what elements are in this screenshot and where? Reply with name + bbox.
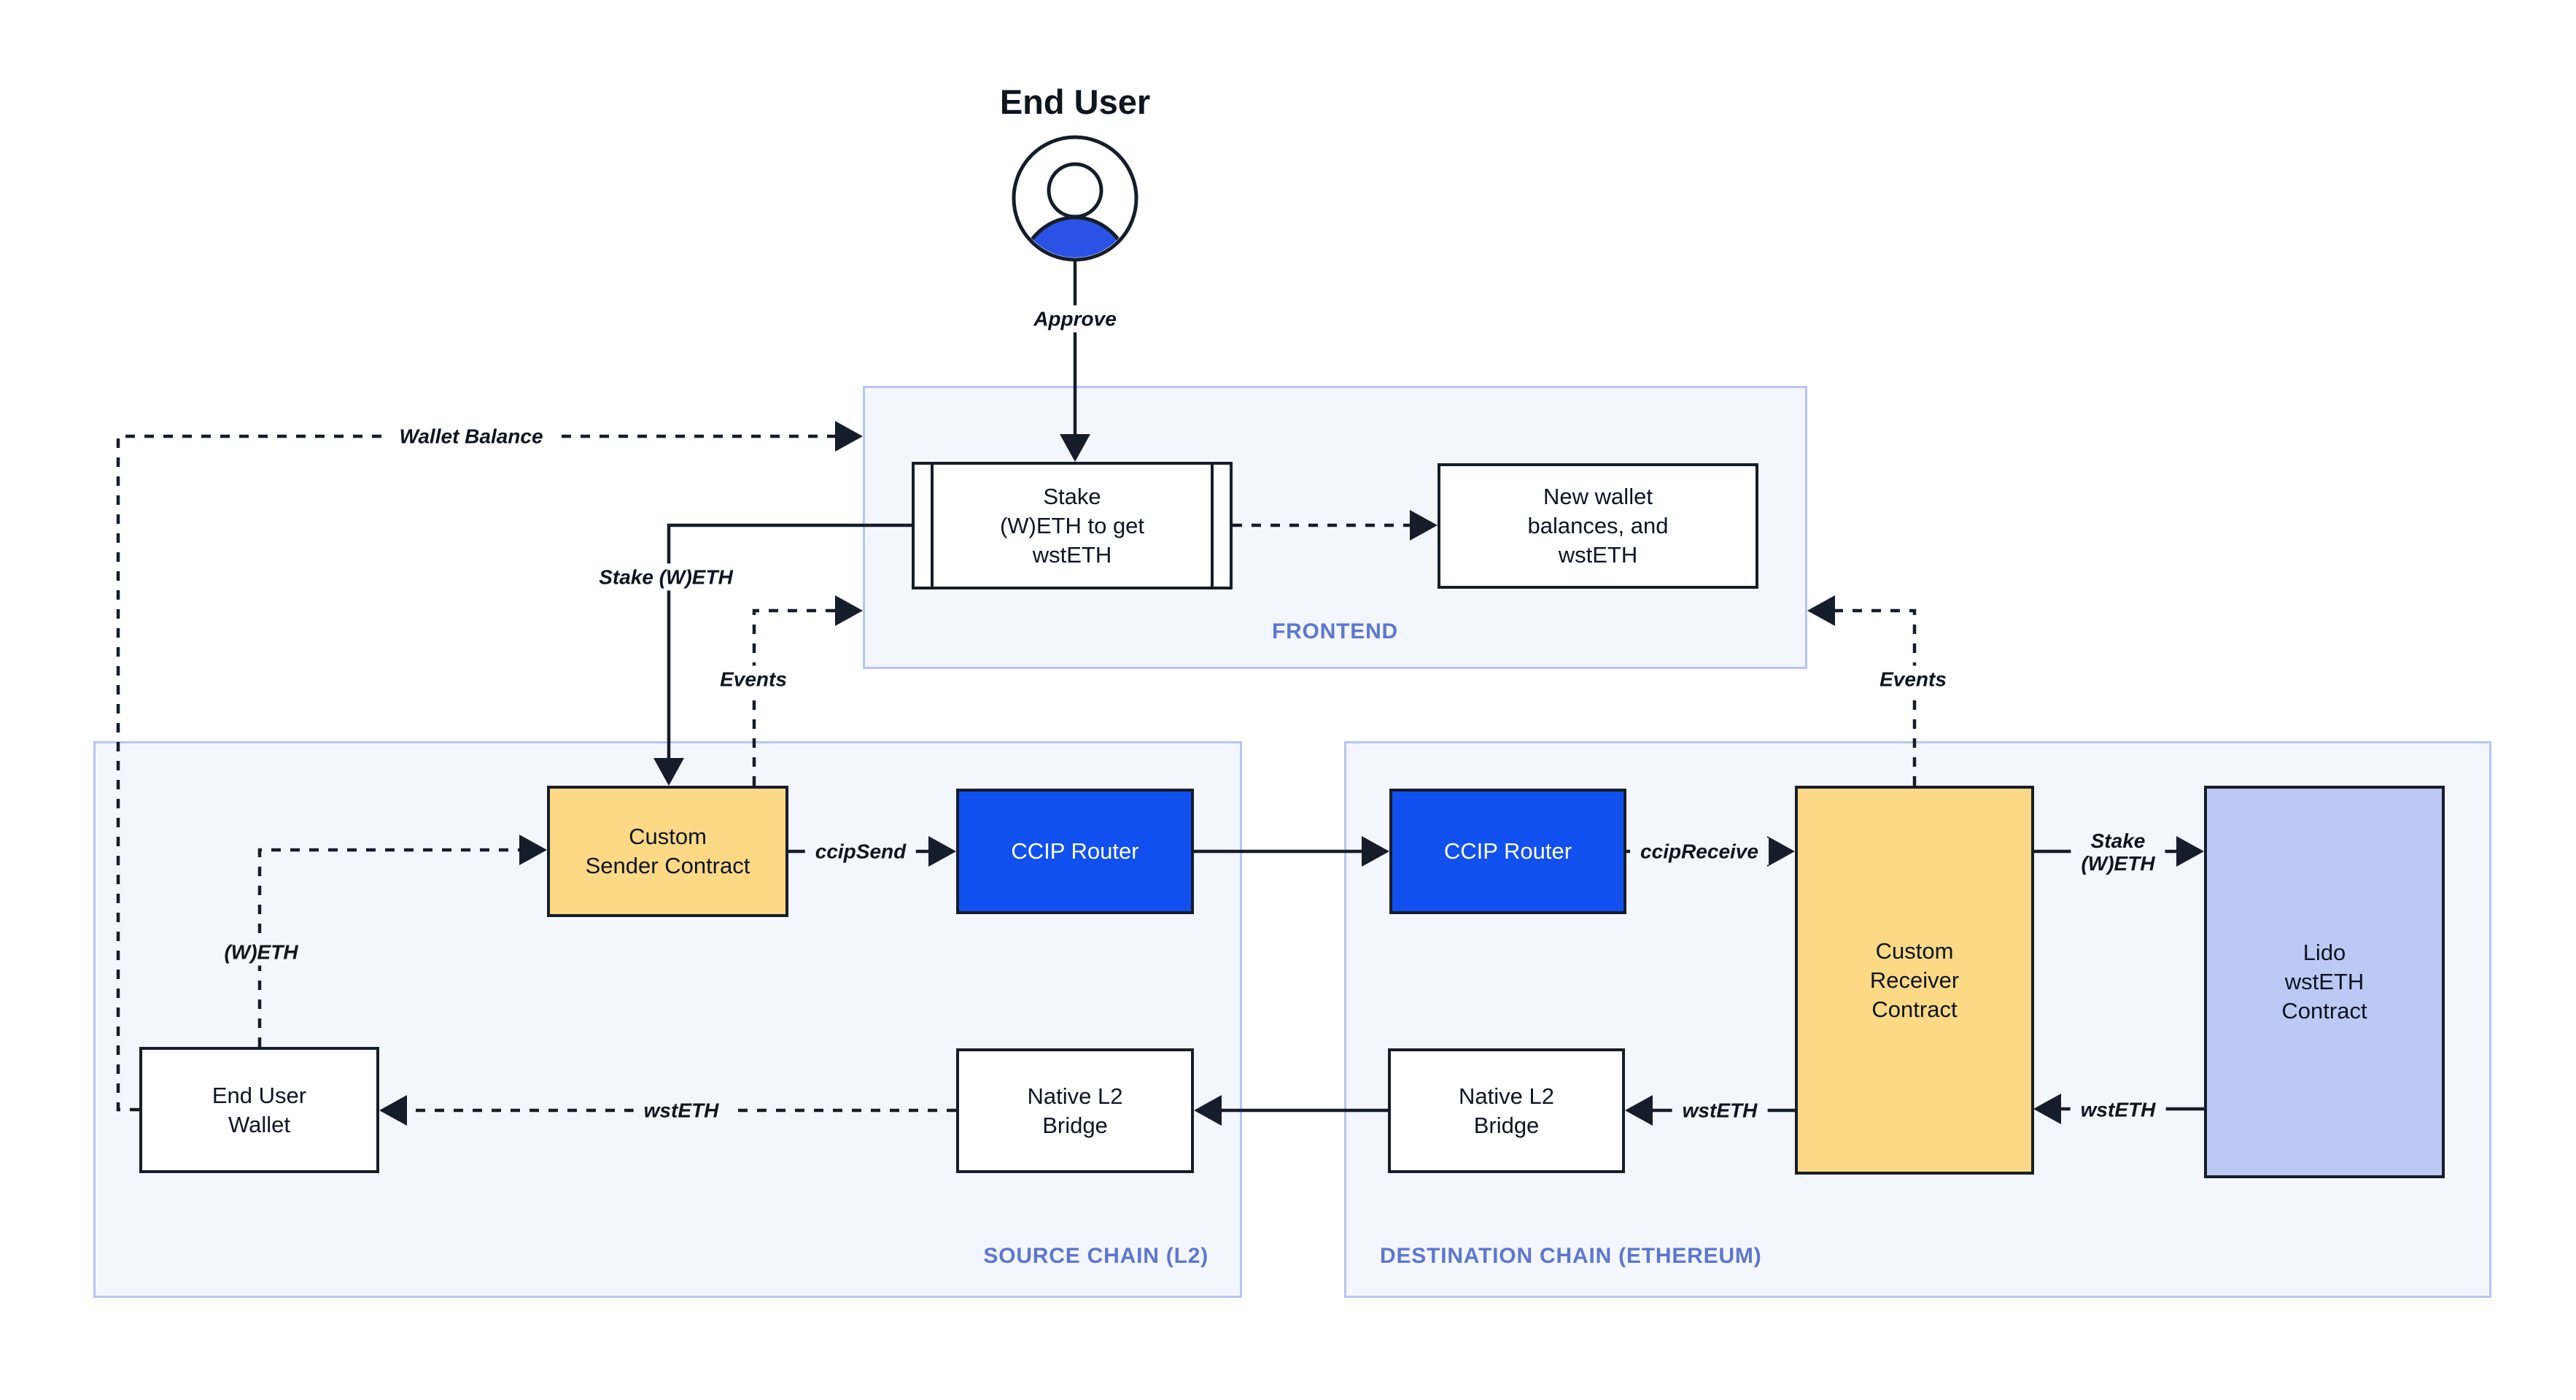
bridge-destination-line: Bridge bbox=[1473, 1112, 1540, 1138]
ccipsend-flow-label: ccipSend bbox=[804, 838, 917, 865]
stake-weth-dest-line: Stake bbox=[2090, 829, 2146, 852]
wsteth-from-lido-flow-label: wstETH bbox=[2070, 1096, 2166, 1124]
ccip-router-source-box: CCIP Router bbox=[956, 789, 1194, 914]
frontend-region-label: FRONTEND bbox=[1271, 619, 1399, 643]
end-user-wallet-line: End User bbox=[212, 1082, 307, 1108]
wallet-balance-flow-label: Wallet Balance bbox=[389, 422, 554, 450]
source-chain-region-label: SOURCE CHAIN (L2) bbox=[983, 1244, 1209, 1268]
custom-receiver-line: Receiver bbox=[1869, 967, 1960, 993]
custom-sender-contract-box: Custom Sender Contract bbox=[547, 786, 788, 917]
lido-box-line: Lido bbox=[2303, 940, 2346, 965]
custom-receiver-line: Custom bbox=[1875, 937, 1954, 964]
new-balances-box-line: wstETH bbox=[1558, 542, 1638, 568]
destination-chain-region-label: DESTINATION CHAIN (ETHEREUM) bbox=[1380, 1244, 1762, 1268]
stake-weth-box-line: (W)ETH to get bbox=[999, 512, 1145, 538]
ccip-router-source-label: CCIP Router bbox=[1011, 838, 1139, 864]
native-l2-bridge-destination-box: Native L2 Bridge bbox=[1388, 1048, 1625, 1173]
stake-weth-box-line: Stake bbox=[1043, 483, 1101, 509]
custom-sender-line: Custom bbox=[629, 824, 707, 849]
approve-flow-label: Approve bbox=[1023, 305, 1127, 333]
end-user-wallet-line: Wallet bbox=[228, 1111, 290, 1137]
bridge-source-line: Bridge bbox=[1042, 1112, 1108, 1138]
lido-box-line: Contract bbox=[2281, 998, 2367, 1024]
ccip-router-destination-label: CCIP Router bbox=[1443, 838, 1572, 864]
custom-receiver-contract-box: Custom Receiver Contract bbox=[1795, 786, 2034, 1175]
lido-box-line: wstETH bbox=[2284, 969, 2364, 994]
ccipreceive-flow-label: ccipReceive bbox=[1630, 838, 1769, 865]
events-right-flow-label: Events bbox=[1869, 665, 1957, 693]
events-left-flow-label: Events bbox=[710, 665, 797, 693]
end-user-wallet-box: End User Wallet bbox=[139, 1047, 379, 1173]
stake-weth-dest-line: (W)ETH bbox=[2081, 852, 2155, 875]
wsteth-to-bridge-flow-label: wstETH bbox=[1672, 1097, 1768, 1124]
new-balances-box: New wallet balances, and wstETH bbox=[1438, 463, 1758, 589]
bridge-source-line: Native L2 bbox=[1027, 1083, 1123, 1109]
lido-wsteth-contract-box: Lido wstETH Contract bbox=[2204, 786, 2445, 1178]
custom-receiver-line: Contract bbox=[1871, 996, 1958, 1022]
end-user-title: End User bbox=[999, 82, 1151, 121]
new-balances-box-line: New wallet bbox=[1543, 484, 1653, 509]
native-l2-bridge-source-box: Native L2 Bridge bbox=[956, 1048, 1194, 1173]
ccip-router-destination-box: CCIP Router bbox=[1389, 789, 1626, 914]
stake-weth-flow-label: Stake (W)ETH bbox=[589, 563, 743, 591]
stake-weth-box: Stake (W)ETH to get wstETH bbox=[912, 462, 1233, 589]
bridge-destination-line: Native L2 bbox=[1459, 1083, 1554, 1109]
weth-flow-label: (W)ETH bbox=[214, 938, 309, 966]
new-balances-box-line: balances, and bbox=[1527, 513, 1669, 538]
custom-sender-line: Sender Contract bbox=[585, 853, 750, 878]
stake-weth-dest-flow-label: Stake (W)ETH bbox=[2071, 827, 2165, 877]
wsteth-to-wallet-flow-label: wstETH bbox=[633, 1097, 729, 1124]
stake-weth-box-line: wstETH bbox=[1032, 541, 1112, 568]
